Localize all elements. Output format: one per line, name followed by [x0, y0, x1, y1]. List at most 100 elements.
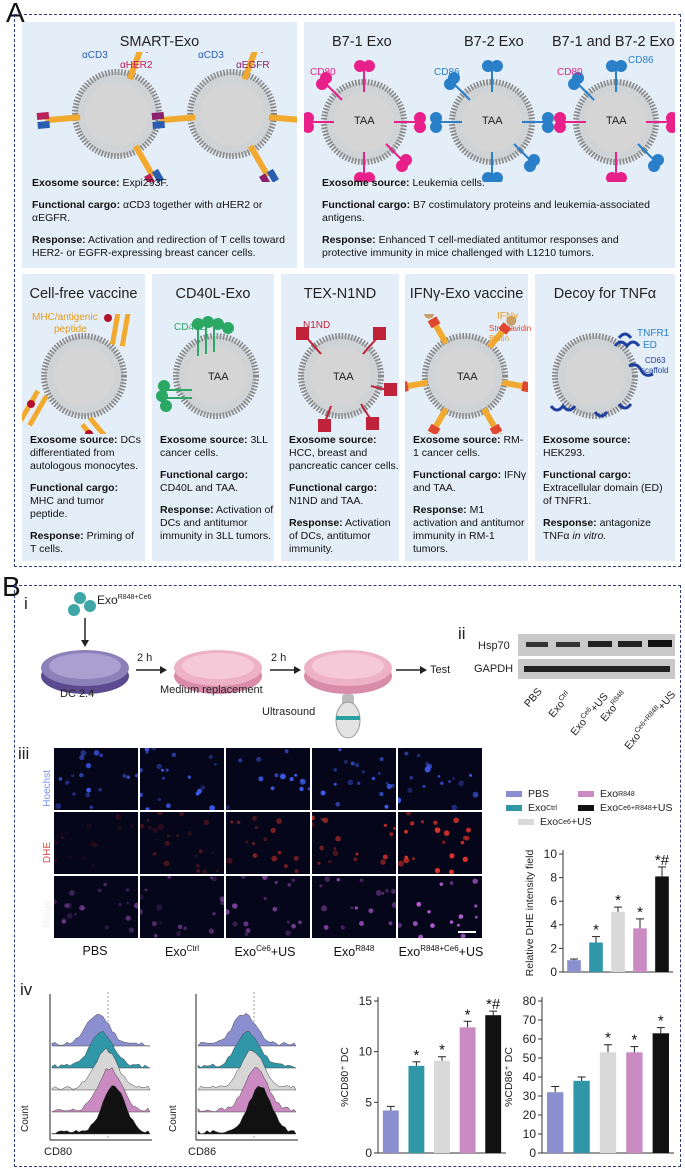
test-label: Test — [430, 664, 451, 676]
y-tick-label: 10 — [523, 1127, 537, 1141]
micro-image — [225, 748, 311, 810]
micro-image — [138, 745, 224, 812]
y-tick-label: 6 — [550, 894, 557, 908]
legend-label: Exo — [600, 802, 619, 814]
cell-cd40l-exo: CD40L-Exo TAA CD40L Exosome source: 3LL … — [152, 274, 274, 561]
sublabel-iv: iv — [20, 980, 33, 999]
micro-image — [54, 748, 139, 810]
bar — [485, 1015, 502, 1153]
flow-histogram-cd80 — [49, 992, 152, 1141]
significance-mark: * — [615, 892, 621, 909]
exo-reagent-label: ExoR848+Ce6 — [97, 593, 152, 607]
y-tick-label: 5 — [365, 1095, 372, 1109]
cell-title: SMART-Exo — [119, 34, 200, 50]
y-tick-label: 40 — [523, 1070, 537, 1084]
micro-col-label: PBS — [82, 944, 108, 958]
label-mhc: MHC/antigenic — [32, 312, 98, 323]
cd40l-description: Exosome source: 3LL cancer cells. Functi… — [160, 434, 274, 542]
label-cd86-1: CD86 — [434, 67, 460, 78]
histogram-trace — [51, 1067, 151, 1113]
sublabel-ii: ii — [458, 624, 466, 643]
blot-row-label-gapdh: GAPDH — [474, 663, 514, 675]
histogram-trace — [51, 1030, 151, 1069]
y-tick-label: 4 — [550, 918, 557, 932]
micro-image — [312, 748, 396, 810]
bar — [652, 1033, 669, 1153]
cell-title: Cell-free vaccine — [29, 286, 138, 302]
n1nd-illustration — [296, 327, 397, 432]
y-tick-label: 2 — [550, 941, 557, 955]
micro-image — [395, 748, 482, 811]
legend-swatch — [578, 791, 594, 797]
legend-swatch — [578, 805, 594, 811]
label-tnfr1: TNFR1 — [637, 328, 670, 339]
histogram-trace — [197, 1013, 297, 1047]
bar — [589, 942, 603, 972]
label-ifng: IFNγ — [497, 311, 519, 322]
histogram-trace — [51, 1047, 151, 1091]
y-axis-label: %CD80⁺ DC — [339, 1047, 351, 1107]
y-tick-label: 10 — [544, 847, 558, 861]
flow-axis-label-cd80: CD80 — [44, 1146, 73, 1158]
exosome-1 — [36, 52, 164, 182]
bar — [599, 1052, 617, 1153]
micro-image — [139, 809, 224, 875]
y-tick-label: 80 — [523, 994, 537, 1008]
legend-item: PBS — [506, 788, 549, 800]
blot-band — [526, 642, 548, 647]
label-cd80-2: CD80 — [557, 67, 583, 78]
blot-band — [524, 666, 670, 672]
bar — [633, 928, 647, 972]
micro-image — [312, 876, 398, 938]
y-tick-label: 0 — [529, 1146, 536, 1160]
dish-label-1: DC 2.4 — [60, 688, 95, 700]
cell-title: IFNγ-Exo vaccine — [409, 286, 524, 302]
exosome-2 — [151, 52, 297, 182]
y-axis-label: Relative DHE intensity field — [524, 850, 536, 977]
legend-label: Exo — [528, 802, 547, 814]
cell-title-b7-2: B7-2 Exo — [464, 34, 524, 50]
cell-smart-exo: SMART-Exo — [22, 22, 297, 268]
b7-description: Exosome source: Leukemia cells. Function… — [322, 177, 650, 259]
y-axis-label: %CD86⁺ DC — [503, 1047, 515, 1107]
bar — [382, 1110, 399, 1153]
micro-col-label: ExoR848+Ce6+US — [398, 944, 484, 960]
cell-title: TEX-N1ND — [303, 286, 377, 302]
step-label-2: 2 h — [271, 652, 287, 664]
significance-mark: *# — [655, 852, 670, 869]
sublabel-i: i — [24, 594, 28, 613]
y-tick-label: 60 — [523, 1032, 537, 1046]
flow-axis-label-cd86: CD86 — [188, 1146, 217, 1158]
smart-exo-description: Exosome source: Expi293F. Functional car… — [32, 177, 285, 259]
legend-label: PBS — [528, 788, 550, 800]
histogram-trace — [197, 1031, 297, 1069]
workflow-illustration — [41, 592, 427, 739]
sublabel-iii: iii — [18, 744, 30, 763]
y-tick-label: 8 — [550, 871, 557, 885]
micro-image — [137, 875, 227, 938]
micro-row-label-hoechst: Hoechst — [42, 770, 53, 807]
label-aegfr: αEGFR — [236, 60, 270, 71]
cell-title-b7-both: B7-1 and B7-2 Exo — [552, 34, 675, 50]
n1nd-description: Exosome source: HCC, breast and pancreat… — [289, 434, 399, 555]
label-acd3-2: αCD3 — [198, 50, 224, 61]
dish-label-2: Medium replacement — [160, 684, 263, 696]
cell-tex-n1nd: TEX-N1ND TAA N1ND Exosome source: HCC, b… — [281, 274, 399, 561]
micro-row-label-merge: Merge — [42, 900, 53, 929]
cell-cell-free-vaccine: Cell-free vaccine MHC/antigenic peptide … — [22, 274, 145, 561]
label-cd80-1: CD80 — [310, 67, 336, 78]
significance-mark: * — [605, 1030, 611, 1047]
micro-image — [51, 812, 138, 874]
y-tick-label: 0 — [365, 1146, 372, 1160]
step-label-1: 2 h — [137, 652, 153, 664]
y-tick-label: 70 — [523, 1013, 537, 1027]
histogram-trace — [197, 1085, 297, 1135]
legend-swatch — [518, 819, 534, 825]
significance-mark: * — [637, 904, 643, 921]
blot-band — [648, 640, 672, 647]
histogram-trace — [197, 1050, 297, 1091]
ultrasound-label: Ultrasound — [262, 706, 316, 718]
y-tick-label: 30 — [523, 1089, 537, 1103]
label-cd40l: CD40L — [174, 322, 206, 333]
